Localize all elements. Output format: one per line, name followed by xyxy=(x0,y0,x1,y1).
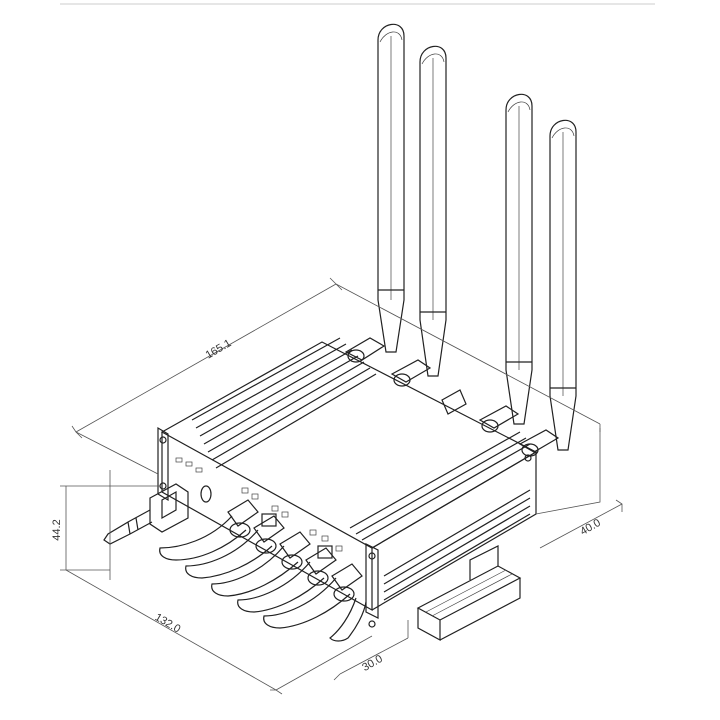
router-housing xyxy=(157,337,538,628)
dimension-depth xyxy=(539,499,623,549)
rear-connectors xyxy=(344,337,560,457)
dimension-length-label: 165.1 xyxy=(204,337,234,361)
din-rail xyxy=(416,545,522,642)
dimension-width xyxy=(65,569,373,695)
dimension-height-label: 44.2 xyxy=(51,519,63,540)
dimension-rail-offset-label: 30.0 xyxy=(360,653,385,674)
dimension-length xyxy=(71,277,601,515)
front-panel xyxy=(175,457,343,559)
dimension-depth-label: 40.0 xyxy=(578,517,603,538)
dimension-rail-offset xyxy=(333,620,409,681)
antenna-1 xyxy=(377,23,405,353)
power-connector xyxy=(103,483,189,545)
antenna-3 xyxy=(505,93,533,425)
antenna-4 xyxy=(549,119,577,451)
dimension-height xyxy=(60,470,160,580)
dimension-width-label: 132.0 xyxy=(153,611,183,635)
antenna-2 xyxy=(419,45,447,377)
ethernet-cables xyxy=(159,499,367,642)
